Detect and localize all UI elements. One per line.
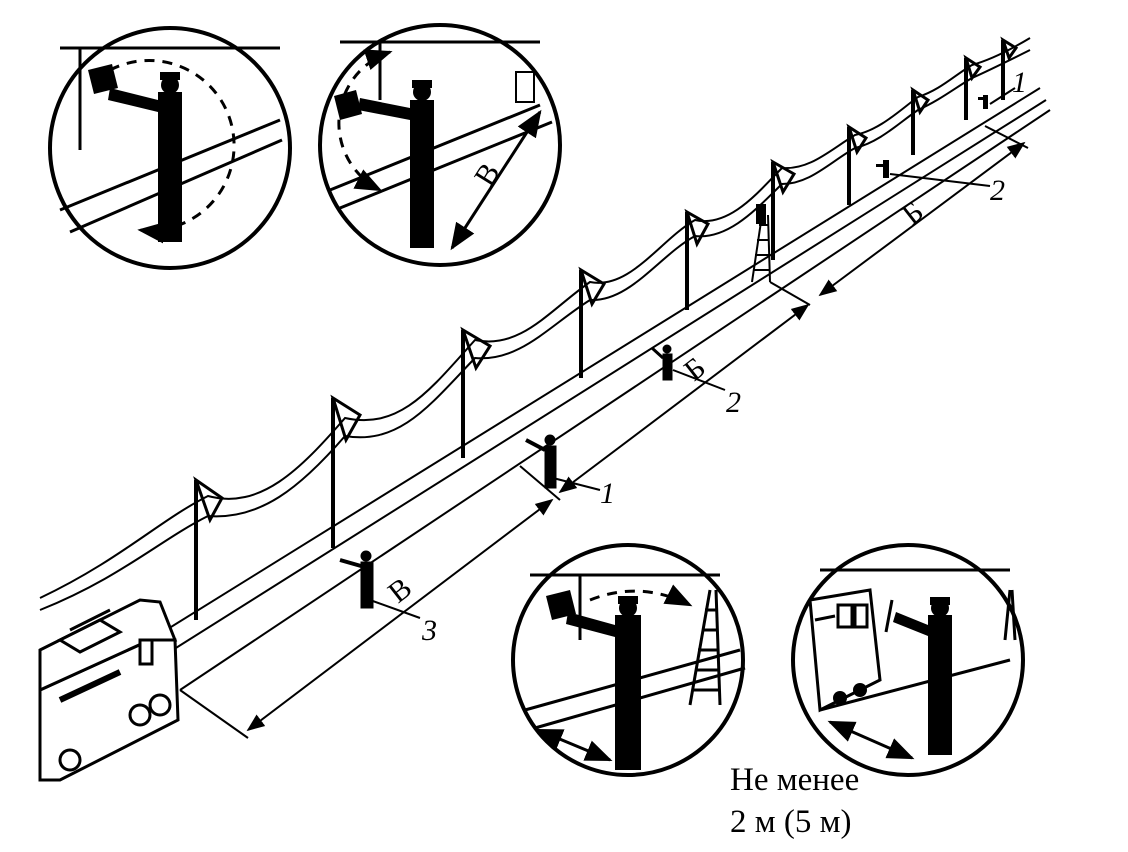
far-signalman-2 — [876, 160, 889, 178]
dimension-v-main — [246, 498, 554, 732]
distance-label-v-main: В — [382, 571, 418, 609]
pole-1 — [193, 476, 224, 620]
detail-circle-distance-v — [318, 23, 562, 267]
signalman-1 — [525, 434, 557, 489]
signalman-2 — [650, 344, 673, 381]
marker-label-1-mid: 1 — [600, 477, 615, 510]
pole-6 — [770, 158, 797, 260]
pole-9 — [963, 54, 983, 120]
detail-circle-flag-rotation — [48, 26, 292, 270]
dimension-b-far — [818, 141, 1026, 297]
pole-8 — [910, 86, 931, 155]
electric-locomotive — [38, 598, 180, 782]
dimension-lines — [179, 87, 1029, 739]
detail-circle-train-approach — [791, 543, 1025, 777]
pole-2 — [330, 394, 363, 548]
pole-3 — [460, 326, 493, 458]
pole-7 — [846, 123, 869, 205]
marker-label-1-far: 1 — [1012, 66, 1027, 99]
dimension-b-middle — [558, 303, 810, 494]
far-signalman-1 — [978, 95, 988, 109]
detail-circle-ladder-signal — [511, 543, 746, 777]
min-distance-note-line2: 2 м (5 м) — [730, 804, 852, 840]
ladder-with-worker — [751, 204, 771, 283]
distance-label-b-far: Б — [896, 195, 930, 232]
marker-label-2-mid: 2 — [726, 386, 741, 419]
pole-5 — [684, 208, 711, 310]
min-distance-note-line1: Не менее — [730, 762, 859, 798]
marker-label-2-far: 2 — [990, 174, 1005, 207]
catenary-poles — [193, 36, 1019, 620]
marker-label-3: 3 — [421, 614, 437, 647]
pole-10 — [1000, 36, 1019, 100]
